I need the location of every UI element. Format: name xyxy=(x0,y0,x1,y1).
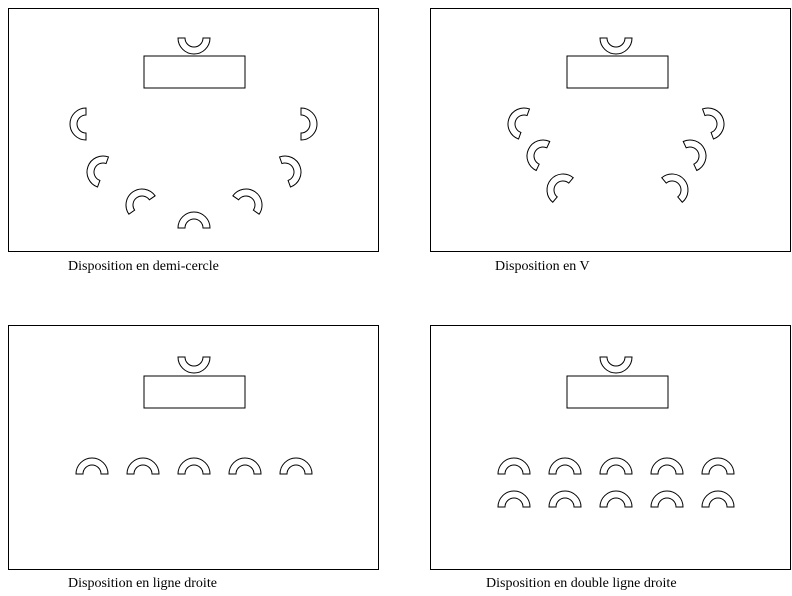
student-seat xyxy=(507,107,531,140)
student-seat xyxy=(650,490,684,508)
teacher-desk xyxy=(566,375,669,409)
caption-ligne-droite: Disposition en ligne droite xyxy=(68,576,217,591)
student-seat xyxy=(599,457,633,475)
student-seat xyxy=(526,139,551,172)
panel-frame-ligne-droite xyxy=(8,325,379,570)
student-seat xyxy=(228,457,262,475)
student-seat xyxy=(701,457,735,475)
panel-frame-v xyxy=(430,8,791,252)
student-seat xyxy=(548,490,582,508)
student-seat xyxy=(701,107,725,140)
teacher-desk xyxy=(566,55,669,89)
student-seat xyxy=(661,173,689,203)
student-seat xyxy=(126,457,160,475)
student-seat xyxy=(548,457,582,475)
caption-v: Disposition en V xyxy=(495,259,590,274)
teacher-seat xyxy=(177,37,211,55)
student-seat xyxy=(599,490,633,508)
student-seat xyxy=(682,139,707,172)
student-seat xyxy=(279,457,313,475)
teacher-desk xyxy=(143,55,246,89)
panel-frame-double-ligne-droite xyxy=(430,325,791,570)
teacher-seat xyxy=(599,356,633,374)
student-seat xyxy=(125,188,156,215)
student-seat xyxy=(69,107,87,141)
caption-double-ligne-droite: Disposition en double ligne droite xyxy=(486,576,677,591)
student-seat xyxy=(177,457,211,475)
student-seat xyxy=(177,211,211,229)
panel-frame-demi-cercle xyxy=(8,8,379,252)
student-seat xyxy=(546,173,574,203)
student-seat xyxy=(497,457,531,475)
teacher-seat xyxy=(599,37,633,55)
caption-demi-cercle: Disposition en demi-cercle xyxy=(68,259,219,274)
student-seat xyxy=(232,188,263,215)
student-seat xyxy=(701,490,735,508)
teacher-desk xyxy=(143,375,246,409)
student-seat xyxy=(300,107,318,141)
student-seat xyxy=(650,457,684,475)
student-seat xyxy=(75,457,109,475)
student-seat xyxy=(278,155,302,188)
teacher-seat xyxy=(177,356,211,374)
student-seat xyxy=(86,155,110,188)
student-seat xyxy=(497,490,531,508)
